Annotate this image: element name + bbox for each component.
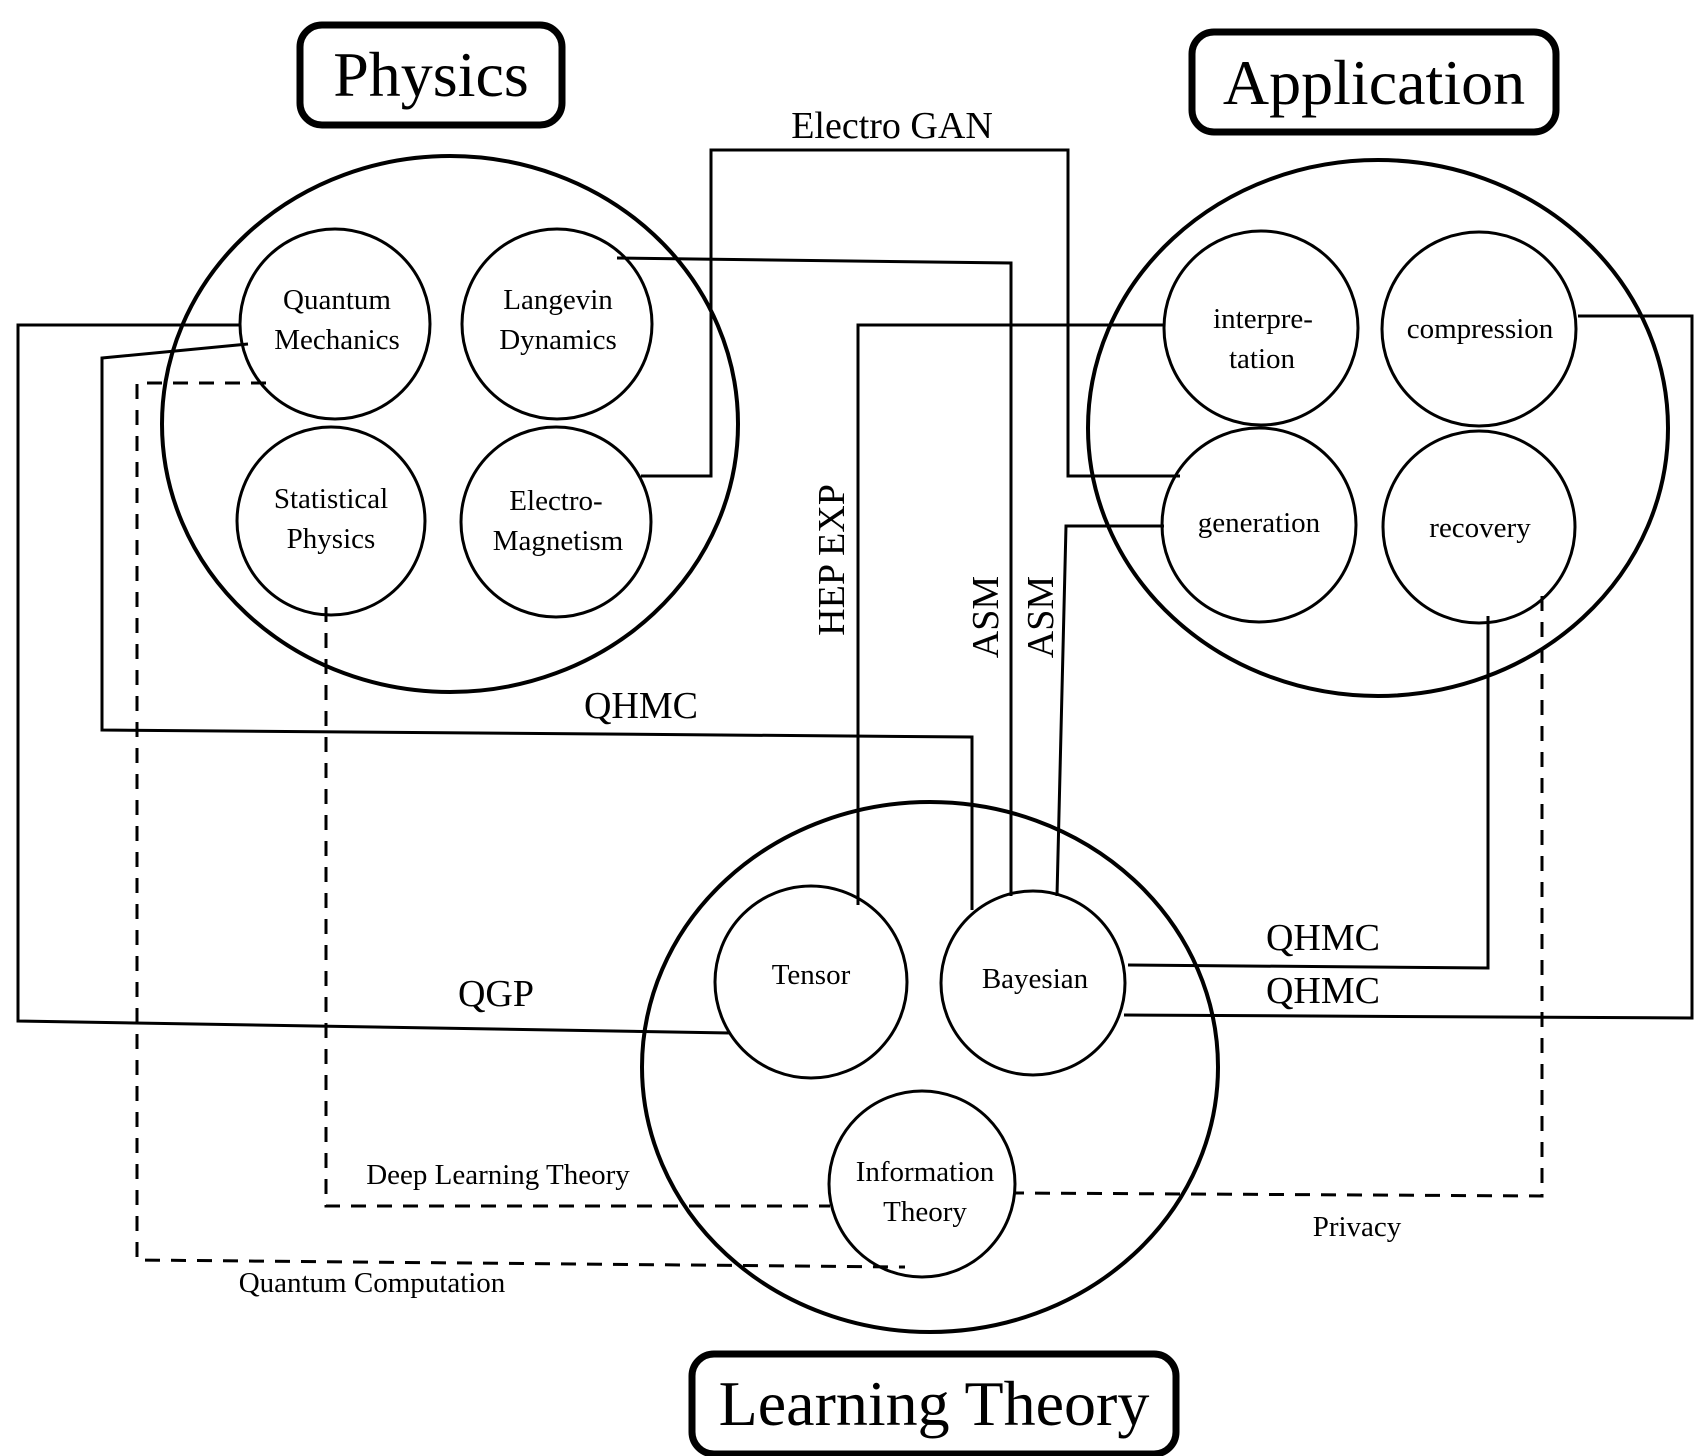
edge-deep-learning-theory: [324, 607, 830, 1208]
node-tensor: Tensor: [713, 884, 909, 1080]
svg-text:tation: tation: [1229, 343, 1296, 375]
label-qhmc-recovery: QHMC: [1266, 917, 1380, 959]
edge-asm-generation: [1055, 524, 1164, 897]
svg-text:Mechanics: Mechanics: [274, 324, 400, 356]
edge-quantum-computation: [135, 381, 906, 1269]
label-deep-learning-theory: Deep Learning Theory: [366, 1159, 630, 1191]
learning-theory-title: Learning Theory: [688, 1350, 1180, 1456]
application-group-circle: [1086, 158, 1670, 698]
node-information-theory: Information Theory: [827, 1089, 1017, 1279]
label-qgp: QGP: [458, 973, 534, 1015]
node-interpretation: interpre- tation: [1162, 229, 1360, 427]
node-statistical-physics: Statistical Physics: [235, 425, 427, 617]
svg-text:Magnetism: Magnetism: [493, 525, 624, 557]
application-title-text: Application: [1223, 47, 1525, 118]
svg-text:compression: compression: [1407, 313, 1554, 345]
label-electro-gan: Electro GAN: [791, 105, 993, 147]
node-bayesian: Bayesian: [939, 889, 1127, 1077]
edge-qhmc-recovery: [1127, 616, 1490, 970]
physics-group-circle: [160, 154, 740, 694]
svg-text:generation: generation: [1198, 507, 1321, 539]
physics-title: Physics: [296, 21, 566, 129]
svg-text:Information: Information: [856, 1156, 995, 1188]
node-compression: compression: [1380, 230, 1578, 428]
edge-qgp: [16, 323, 731, 1035]
node-generation: generation: [1160, 426, 1358, 624]
node-quantum-mechanics: Quantum Mechanics: [238, 227, 432, 421]
svg-text:Theory: Theory: [883, 1196, 967, 1228]
edge-hep-exp: [856, 323, 1164, 905]
application-title: Application: [1188, 28, 1560, 136]
learning-theory-title-text: Learning Theory: [719, 1368, 1150, 1439]
edge-electro-gan: [641, 148, 1180, 478]
label-asm-2: ASM: [1020, 576, 1062, 658]
label-quantum-computation: Quantum Computation: [239, 1267, 506, 1299]
svg-text:Dynamics: Dynamics: [499, 324, 617, 356]
label-qhmc-compression: QHMC: [1266, 970, 1380, 1012]
svg-text:interpre-: interpre-: [1213, 303, 1313, 335]
edge-asm-langevin: [616, 256, 1013, 896]
label-privacy: Privacy: [1313, 1211, 1402, 1243]
edge-qhmc-qm-bayesian: [100, 342, 974, 910]
svg-text:Tensor: Tensor: [772, 959, 851, 991]
svg-text:Electro-: Electro-: [509, 485, 602, 517]
learning-theory-group-circle: [640, 800, 1220, 1334]
svg-text:recovery: recovery: [1429, 512, 1531, 544]
label-asm-1: ASM: [965, 576, 1007, 658]
physics-title-text: Physics: [333, 39, 529, 110]
svg-text:Physics: Physics: [287, 523, 376, 555]
node-recovery: recovery: [1381, 429, 1577, 625]
label-qhmc-top: QHMC: [584, 685, 698, 727]
edge-qhmc-compression: [1123, 314, 1694, 1020]
node-langevin-dynamics: Langevin Dynamics: [460, 227, 654, 421]
edge-privacy: [1014, 596, 1544, 1198]
svg-text:Statistical: Statistical: [274, 483, 388, 515]
svg-text:Bayesian: Bayesian: [982, 963, 1089, 995]
svg-text:Quantum: Quantum: [283, 284, 391, 316]
node-electromagnetism: Electro- Magnetism: [459, 425, 653, 619]
svg-text:Langevin: Langevin: [503, 284, 613, 316]
label-hep-exp: HEP EXP: [811, 484, 853, 636]
